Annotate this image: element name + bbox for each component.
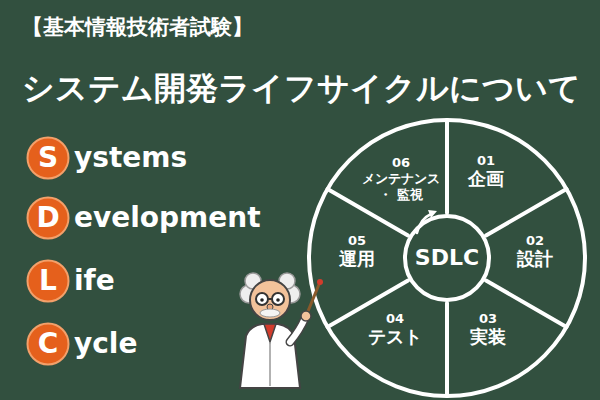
step-number: 02 bbox=[526, 234, 544, 249]
step-number: 05 bbox=[348, 234, 366, 249]
glasses bbox=[272, 293, 284, 305]
necktie bbox=[264, 324, 276, 342]
hub-label: SDLC bbox=[415, 245, 479, 270]
orange-disc bbox=[28, 324, 69, 365]
exam-heading: 【基本情報技術者試験】 bbox=[22, 15, 253, 39]
cycle-arrow bbox=[417, 214, 431, 233]
hub-disc bbox=[405, 216, 489, 300]
cycle-wheel bbox=[309, 120, 585, 396]
orange-disc bbox=[28, 138, 69, 179]
coat-seam bbox=[269, 342, 271, 386]
wheel-divider bbox=[328, 281, 409, 328]
head bbox=[250, 280, 290, 320]
wheel-divider bbox=[445, 303, 449, 396]
cycle-sector: 04テスト bbox=[366, 310, 424, 351]
step-name: 企画 bbox=[468, 169, 504, 190]
mustache bbox=[260, 309, 280, 317]
arm-outline bbox=[290, 318, 305, 342]
step-name: 運用 bbox=[339, 249, 375, 270]
cycle-sector: 02設計 bbox=[515, 232, 555, 273]
step-name: テスト bbox=[368, 327, 422, 348]
step-number: 06 bbox=[392, 156, 410, 171]
glasses-bridge bbox=[268, 298, 272, 300]
arm bbox=[290, 318, 305, 342]
wheel-divider bbox=[486, 281, 567, 328]
step-name: 設計 bbox=[517, 249, 553, 270]
step-number: 03 bbox=[479, 312, 497, 327]
cycle-sector: 01企画 bbox=[466, 152, 506, 193]
glasses bbox=[256, 293, 268, 305]
step-number: 04 bbox=[386, 312, 404, 327]
cycle-sector: 03実装 bbox=[468, 310, 508, 351]
orange-disc bbox=[28, 198, 69, 239]
step-name: 実装 bbox=[470, 327, 506, 348]
cycle-arrowhead bbox=[428, 210, 437, 218]
acronym-word: ycle bbox=[74, 328, 137, 360]
acronym-letter: C bbox=[38, 328, 59, 360]
acronym-letter: S bbox=[38, 142, 58, 174]
orange-disc bbox=[28, 261, 69, 302]
hand bbox=[301, 311, 311, 321]
cycle-sector: 06メンテナンス ・ 監視 bbox=[360, 154, 442, 206]
step-number: 01 bbox=[477, 154, 495, 169]
acronym-word: ife bbox=[74, 265, 115, 297]
wheel-divider bbox=[486, 189, 567, 236]
acronym-letter: D bbox=[36, 202, 59, 234]
pointer-tip bbox=[317, 279, 323, 285]
acronym-word: ystems bbox=[74, 142, 187, 174]
hub-circle: SDLC bbox=[402, 213, 492, 303]
wheel-outline bbox=[309, 120, 585, 396]
step-name: メンテナンス ・ 監視 bbox=[362, 171, 440, 204]
title-text: システム開発ライフサイクルについて bbox=[22, 70, 581, 107]
letter-circle: S bbox=[26, 136, 70, 180]
acronym-word: evelopment bbox=[74, 202, 261, 234]
wheel-divider bbox=[445, 120, 449, 213]
professor-figure bbox=[240, 273, 323, 388]
eye bbox=[276, 298, 280, 302]
letter-circle: C bbox=[26, 322, 70, 366]
eye bbox=[260, 298, 264, 302]
letter-circle: D bbox=[26, 196, 70, 240]
acronym-letter: L bbox=[39, 265, 57, 297]
letter-circle: L bbox=[26, 259, 70, 303]
cycle-sector: 05運用 bbox=[337, 232, 377, 273]
